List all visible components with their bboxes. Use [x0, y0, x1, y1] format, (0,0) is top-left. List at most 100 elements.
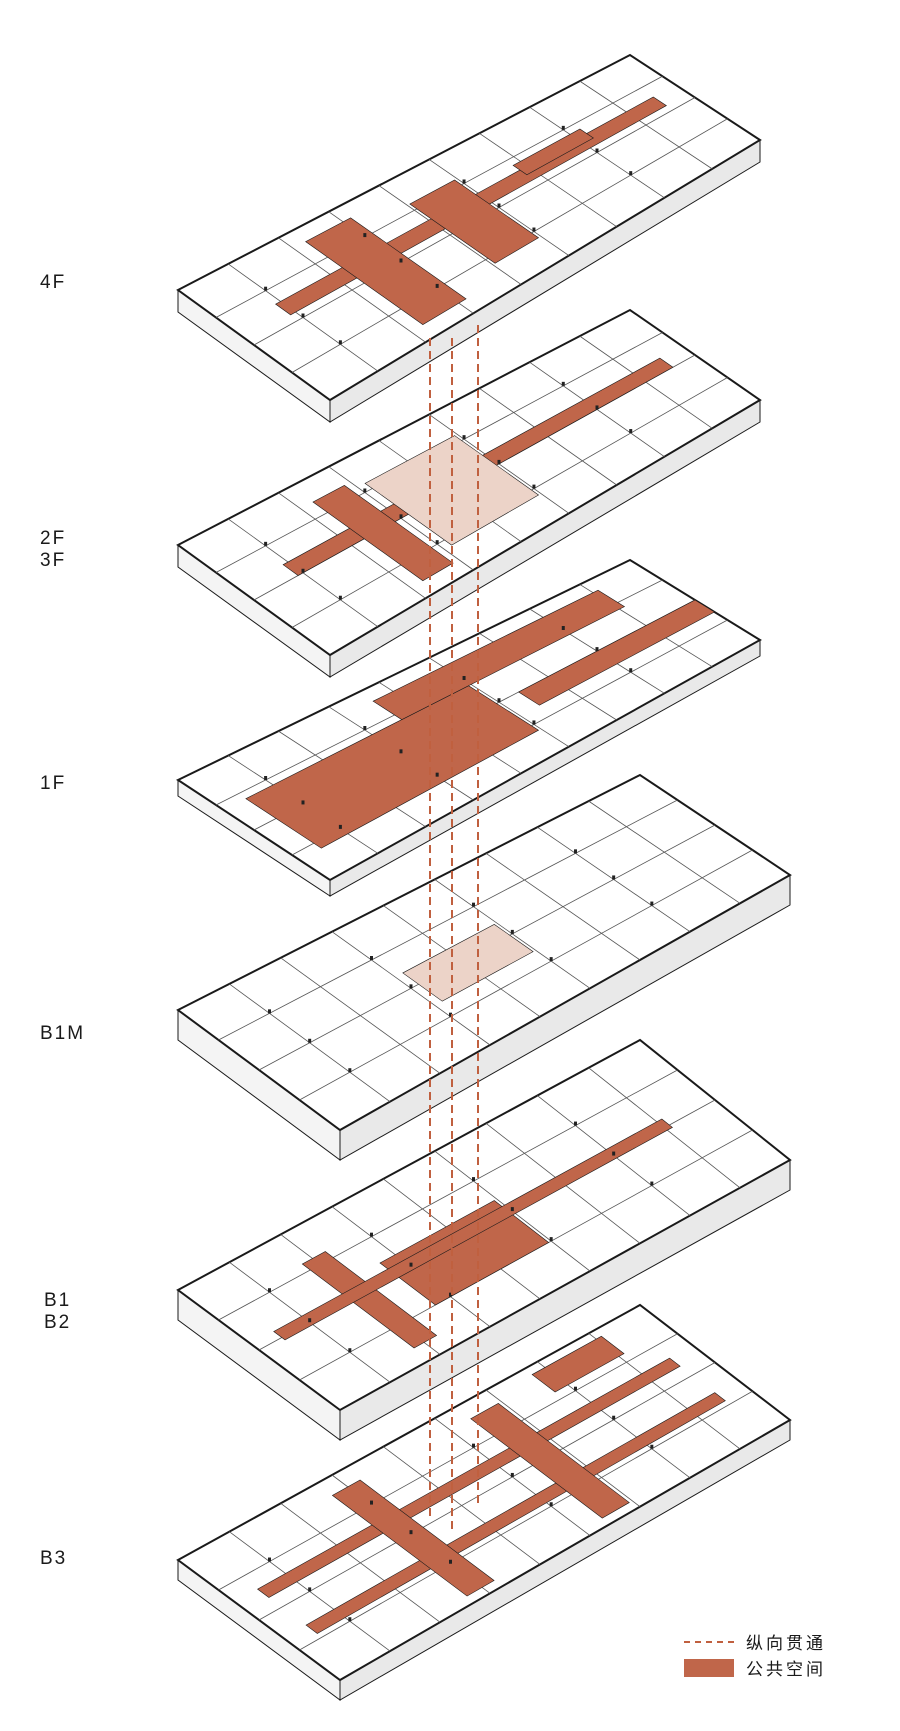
public-space-area	[409, 179, 540, 264]
column-mark	[301, 800, 305, 805]
column-mark	[338, 595, 342, 600]
column-mark	[308, 1318, 312, 1323]
column-mark	[532, 227, 536, 232]
column-mark	[497, 698, 501, 703]
column-mark	[409, 984, 413, 989]
column-mark	[363, 233, 367, 238]
column-mark	[435, 283, 439, 288]
legend-vertical-link: 纵向贯通	[684, 1629, 826, 1654]
column-mark	[532, 484, 536, 489]
public-space-area	[372, 589, 626, 720]
column-mark	[462, 676, 466, 680]
column-mark	[399, 749, 403, 754]
column-mark	[435, 772, 439, 777]
public-space-area	[517, 599, 716, 706]
column-mark	[510, 929, 514, 934]
column-mark	[561, 381, 565, 386]
column-mark	[650, 1444, 654, 1449]
column-mark	[348, 1068, 352, 1073]
floor-label-b1-b2: B1 B2	[44, 1290, 72, 1333]
column-mark	[497, 203, 501, 208]
column-mark	[409, 1530, 413, 1535]
column-mark	[370, 1232, 373, 1237]
column-mark	[549, 957, 553, 962]
floor-label-b3: B3	[40, 1548, 68, 1569]
floor-label-4f: 4F	[40, 272, 67, 293]
column-mark	[650, 1181, 654, 1186]
column-mark	[348, 1617, 352, 1622]
column-mark	[301, 313, 305, 318]
column-mark	[612, 875, 616, 880]
column-mark	[574, 849, 577, 854]
column-mark	[561, 125, 565, 130]
room-wall	[218, 1333, 678, 1591]
plate-1f	[175, 558, 762, 897]
floor-label-1f: 1F	[40, 773, 67, 794]
column-mark	[308, 1587, 312, 1592]
filled-swatch	[684, 1658, 734, 1677]
column-mark	[370, 956, 373, 960]
column-mark	[629, 171, 633, 176]
column-mark	[268, 1009, 271, 1014]
public-space-area	[379, 1200, 550, 1306]
column-mark	[301, 568, 305, 573]
column-mark	[338, 340, 342, 345]
room-wall	[299, 849, 753, 1101]
room-wall	[258, 1362, 716, 1621]
floor-label-b1m: B1M	[40, 1023, 86, 1044]
column-mark	[363, 488, 367, 493]
plate-4f	[176, 53, 762, 423]
dashed-line-swatch	[684, 1640, 734, 1643]
room-wall	[299, 1390, 753, 1651]
column-mark	[363, 726, 367, 730]
public-space-area	[305, 217, 467, 325]
legend-public-space-label: 公共空间	[746, 1660, 826, 1680]
public-space-area	[312, 484, 454, 582]
column-mark	[472, 1177, 475, 1182]
floor-label-2f-3f: 2F 3F	[40, 528, 67, 571]
public-space-area	[331, 1479, 495, 1597]
column-mark	[472, 902, 475, 907]
column-mark	[268, 1288, 271, 1293]
column-mark	[561, 626, 565, 630]
public-space-area	[301, 1251, 438, 1349]
public-space-area	[364, 435, 540, 546]
column-mark	[409, 1262, 413, 1267]
column-mark	[449, 1292, 452, 1297]
column-mark	[595, 647, 599, 652]
column-mark	[370, 1500, 373, 1505]
public-space-area	[245, 685, 540, 849]
column-mark	[268, 1557, 271, 1562]
column-mark	[435, 540, 439, 545]
column-mark	[629, 668, 633, 673]
column-mark	[574, 1121, 577, 1126]
public-space-area	[470, 1403, 630, 1519]
column-mark	[549, 1502, 553, 1507]
floor-plates	[175, 53, 792, 1701]
column-mark	[462, 435, 466, 440]
plate-b3	[176, 1303, 792, 1701]
column-mark	[264, 776, 268, 780]
column-mark	[532, 720, 536, 725]
column-mark	[399, 258, 403, 263]
room-wall	[218, 1069, 678, 1321]
column-mark	[510, 1207, 514, 1212]
column-mark	[595, 148, 599, 153]
column-mark	[462, 179, 466, 184]
column-mark	[472, 1443, 475, 1448]
column-mark	[338, 824, 342, 829]
public-space-area	[273, 1118, 673, 1341]
column-mark	[612, 1415, 616, 1420]
public-space-area	[531, 1335, 625, 1393]
legend-public-space: 公共空间	[684, 1655, 826, 1680]
column-mark	[497, 459, 501, 464]
column-mark	[449, 1559, 452, 1564]
column-mark	[399, 514, 403, 519]
column-mark	[264, 286, 268, 291]
column-mark	[264, 541, 268, 546]
column-mark	[612, 1151, 616, 1156]
column-mark	[650, 901, 654, 906]
vertical-links	[429, 325, 479, 1530]
